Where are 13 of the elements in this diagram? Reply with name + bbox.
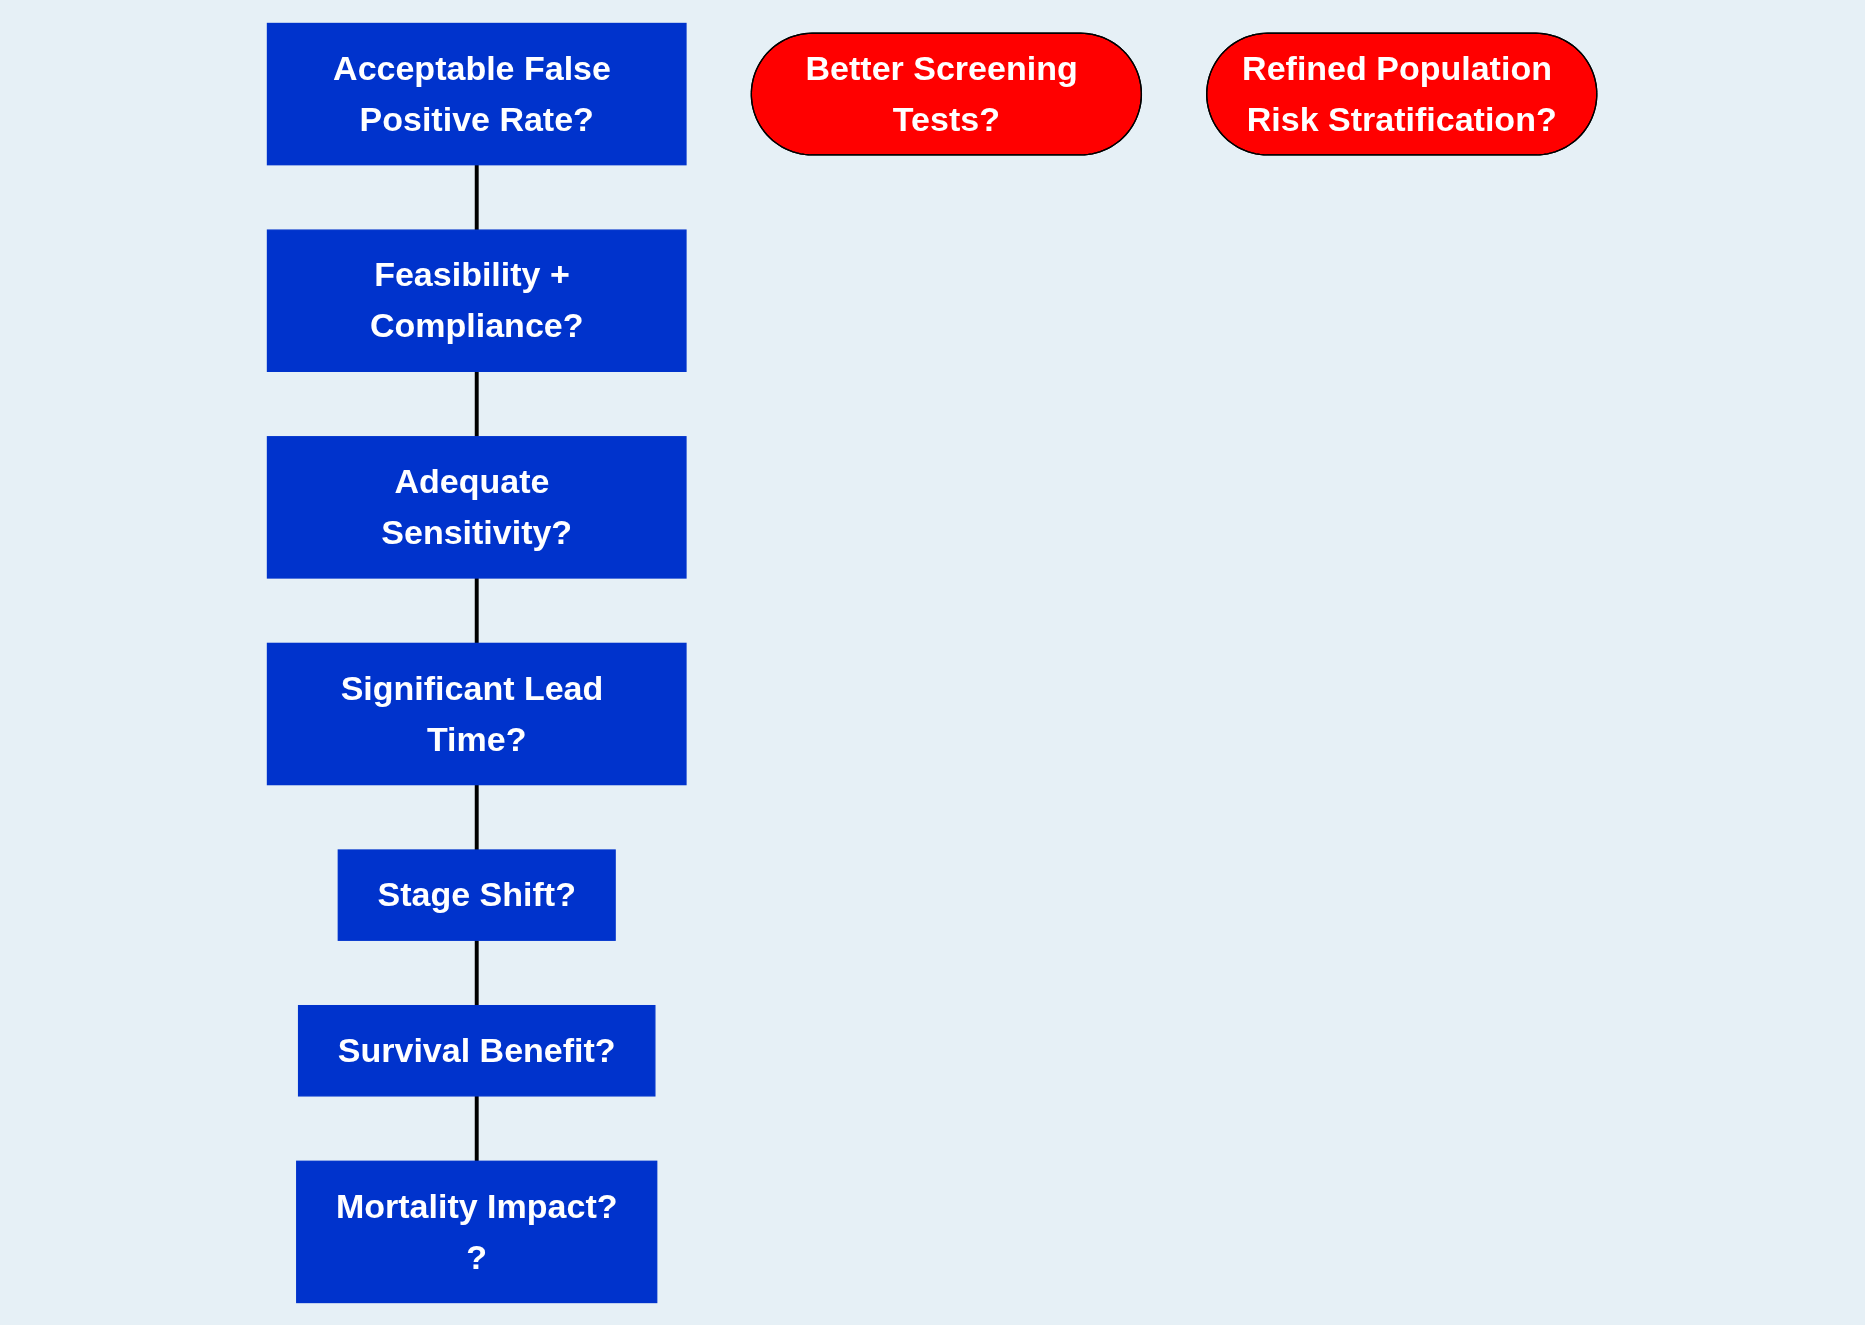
node-box: Acceptable False Positive Rate? <box>267 22 687 165</box>
node-box: Stage Shift? <box>338 848 617 941</box>
connector <box>475 939 480 1006</box>
connector <box>475 577 480 643</box>
node-box: Significant Lead Time? <box>267 642 687 785</box>
node-box: Survival Benefit? <box>298 1004 656 1097</box>
connector <box>475 1095 480 1161</box>
connector <box>475 164 480 230</box>
connector <box>475 784 480 850</box>
node-box: Mortality Impact? ? <box>296 1160 658 1303</box>
node-box: Feasibility + Compliance? <box>267 228 687 372</box>
connector <box>475 370 480 437</box>
node-box: Adequate Sensitivity? <box>267 435 687 579</box>
